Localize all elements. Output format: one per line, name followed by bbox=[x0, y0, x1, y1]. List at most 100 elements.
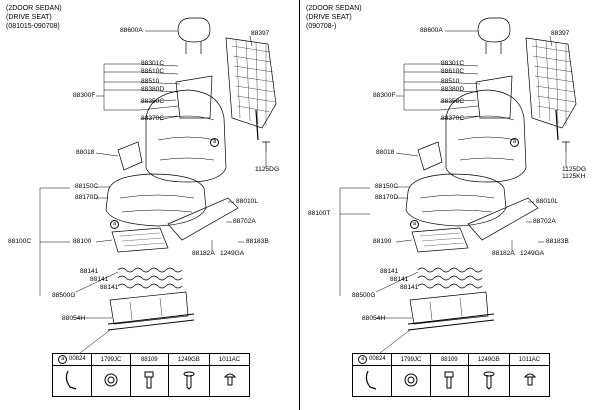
table-header-cell: 88109 bbox=[429, 353, 469, 366]
label-88100C: 88100C bbox=[8, 238, 32, 245]
bolt-icon bbox=[129, 365, 169, 397]
label-88300F: 88300F bbox=[373, 92, 396, 99]
callout-a-back: a bbox=[210, 138, 219, 147]
label-88183B: 88183B bbox=[546, 238, 569, 245]
hardware-table: a 00824 1799JC 88109 1249GB 1011AC bbox=[352, 353, 550, 397]
label-88510: 88510 bbox=[441, 78, 460, 85]
headrest-part bbox=[177, 17, 211, 43]
label-88350C: 88350C bbox=[141, 98, 165, 105]
table-header-cell: 1011AC bbox=[209, 353, 250, 366]
label-1249GA: 1249GA bbox=[220, 250, 245, 257]
label-88610C: 88610C bbox=[141, 68, 165, 75]
label-88300F: 88300F bbox=[73, 92, 96, 99]
label-88600A: 88600A bbox=[420, 27, 443, 34]
label-88141-c: 88141 bbox=[100, 284, 119, 291]
seat-cushion-part bbox=[405, 173, 507, 227]
label-88380D: 88380D bbox=[441, 86, 465, 93]
label-88183B: 88183B bbox=[246, 238, 269, 245]
bolt-icon bbox=[429, 365, 469, 397]
table-header-cell: a 00824 bbox=[52, 353, 92, 366]
clip-icon bbox=[52, 365, 92, 397]
panel-left: (2DOOR SEDAN) (DRIVE SEAT) (081015-09070… bbox=[6, 5, 280, 397]
label-88141-a: 88141 bbox=[380, 268, 399, 275]
seat-pad-part bbox=[111, 227, 169, 253]
grommet-icon bbox=[391, 365, 431, 397]
label-88397: 88397 bbox=[551, 30, 570, 37]
label-88190: 88190 bbox=[373, 238, 392, 245]
label-1125KH: 1125KH bbox=[562, 173, 586, 180]
table-header-cell: 1011AC bbox=[509, 353, 550, 366]
label-88170D: 88170D bbox=[375, 194, 399, 201]
back-frame-part bbox=[525, 37, 577, 129]
spring-part bbox=[417, 267, 483, 273]
table-header-cell: 1249GB bbox=[467, 353, 511, 366]
label-88141-c: 88141 bbox=[400, 284, 419, 291]
side-cover-part bbox=[167, 197, 239, 241]
label-88370C: 88370C bbox=[441, 115, 465, 122]
spring-part bbox=[117, 267, 183, 273]
marker-a: a bbox=[358, 355, 368, 364]
label-88018: 88018 bbox=[376, 149, 395, 156]
label-1249GA: 1249GA bbox=[520, 250, 545, 257]
rivet-icon bbox=[509, 365, 550, 397]
label-88100T: 88100T bbox=[308, 210, 331, 217]
screw-icon bbox=[167, 365, 211, 397]
label-1125DG: 1125DG bbox=[255, 166, 280, 173]
label-88610C: 88610C bbox=[441, 68, 465, 75]
label-88702A: 88702A bbox=[233, 218, 256, 225]
label-88054H: 88054H bbox=[62, 315, 86, 322]
header-line-3: (090708-) bbox=[306, 23, 337, 30]
screw-icon bbox=[467, 365, 511, 397]
panel-right: (2DOOR SEDAN) (DRIVE SEAT) (090708-) bbox=[300, 0, 600, 410]
table-header-cell: a 00824 bbox=[352, 353, 392, 366]
marker-a: a bbox=[58, 355, 68, 364]
label-88500G: 88500G bbox=[352, 292, 376, 299]
label-88358C: 88358C bbox=[441, 98, 465, 105]
label-88010L: 88010L bbox=[236, 198, 259, 205]
callout-a-seat: a bbox=[410, 220, 419, 229]
grommet-icon bbox=[91, 365, 131, 397]
side-shield-part bbox=[117, 141, 143, 171]
side-shield-part bbox=[417, 141, 443, 171]
label-88170D: 88170D bbox=[75, 194, 99, 201]
seat-track-part bbox=[109, 291, 189, 325]
label-88182A: 88182A bbox=[192, 250, 215, 257]
seat-cushion-part bbox=[105, 173, 207, 227]
seat-back-cushion bbox=[445, 89, 527, 183]
rivet-icon bbox=[209, 365, 250, 397]
seat-pad-part bbox=[411, 227, 469, 253]
header-line-1: (2DOOR SEDAN) bbox=[6, 5, 62, 12]
hardware-table: a 00824 1799JC 88109 1249GB 1011AC bbox=[52, 353, 250, 397]
panel-header: (2DOOR SEDAN) (DRIVE SEAT) (090708-) bbox=[306, 4, 362, 31]
label-88141-b: 88141 bbox=[390, 276, 409, 283]
label-88301C: 88301C bbox=[141, 60, 165, 67]
header-line-3: (081015-090708) bbox=[6, 23, 60, 30]
label-88010L: 88010L bbox=[536, 198, 559, 205]
callout-a-seat: a bbox=[110, 220, 119, 229]
label-88018: 88018 bbox=[76, 149, 95, 156]
side-cover-part bbox=[467, 197, 539, 241]
label-88301C: 88301C bbox=[441, 60, 465, 67]
table-header-cell: 1799JC bbox=[391, 353, 431, 366]
label-88370C: 88370C bbox=[141, 115, 165, 122]
header-line-2: (DRIVE SEAT) bbox=[6, 14, 52, 21]
headrest-part bbox=[477, 17, 511, 43]
callout-a-back: a bbox=[510, 138, 519, 147]
header-line-1: (2DOOR SEDAN) bbox=[306, 5, 362, 12]
label-88702A: 88702A bbox=[533, 218, 556, 225]
header-line-2: (DRIVE SEAT) bbox=[306, 14, 352, 21]
label-1125DG: 1125DG bbox=[562, 166, 587, 173]
label-88054H: 88054H bbox=[362, 315, 386, 322]
label-88150C: 88150C bbox=[75, 183, 99, 190]
seat-track-part bbox=[409, 291, 489, 325]
label-88380D: 88380D bbox=[141, 86, 165, 93]
seat-diagram-left bbox=[39, 17, 277, 354]
clip-icon bbox=[352, 365, 392, 397]
table-header-cell: 88109 bbox=[129, 353, 169, 366]
label-88182A: 88182A bbox=[492, 250, 515, 257]
back-pad-part bbox=[175, 75, 213, 119]
label-88510: 88510 bbox=[141, 78, 160, 85]
label-88100: 88100 bbox=[73, 238, 92, 245]
label-88141-a: 88141 bbox=[80, 268, 99, 275]
label-88141-b: 88141 bbox=[90, 276, 109, 283]
